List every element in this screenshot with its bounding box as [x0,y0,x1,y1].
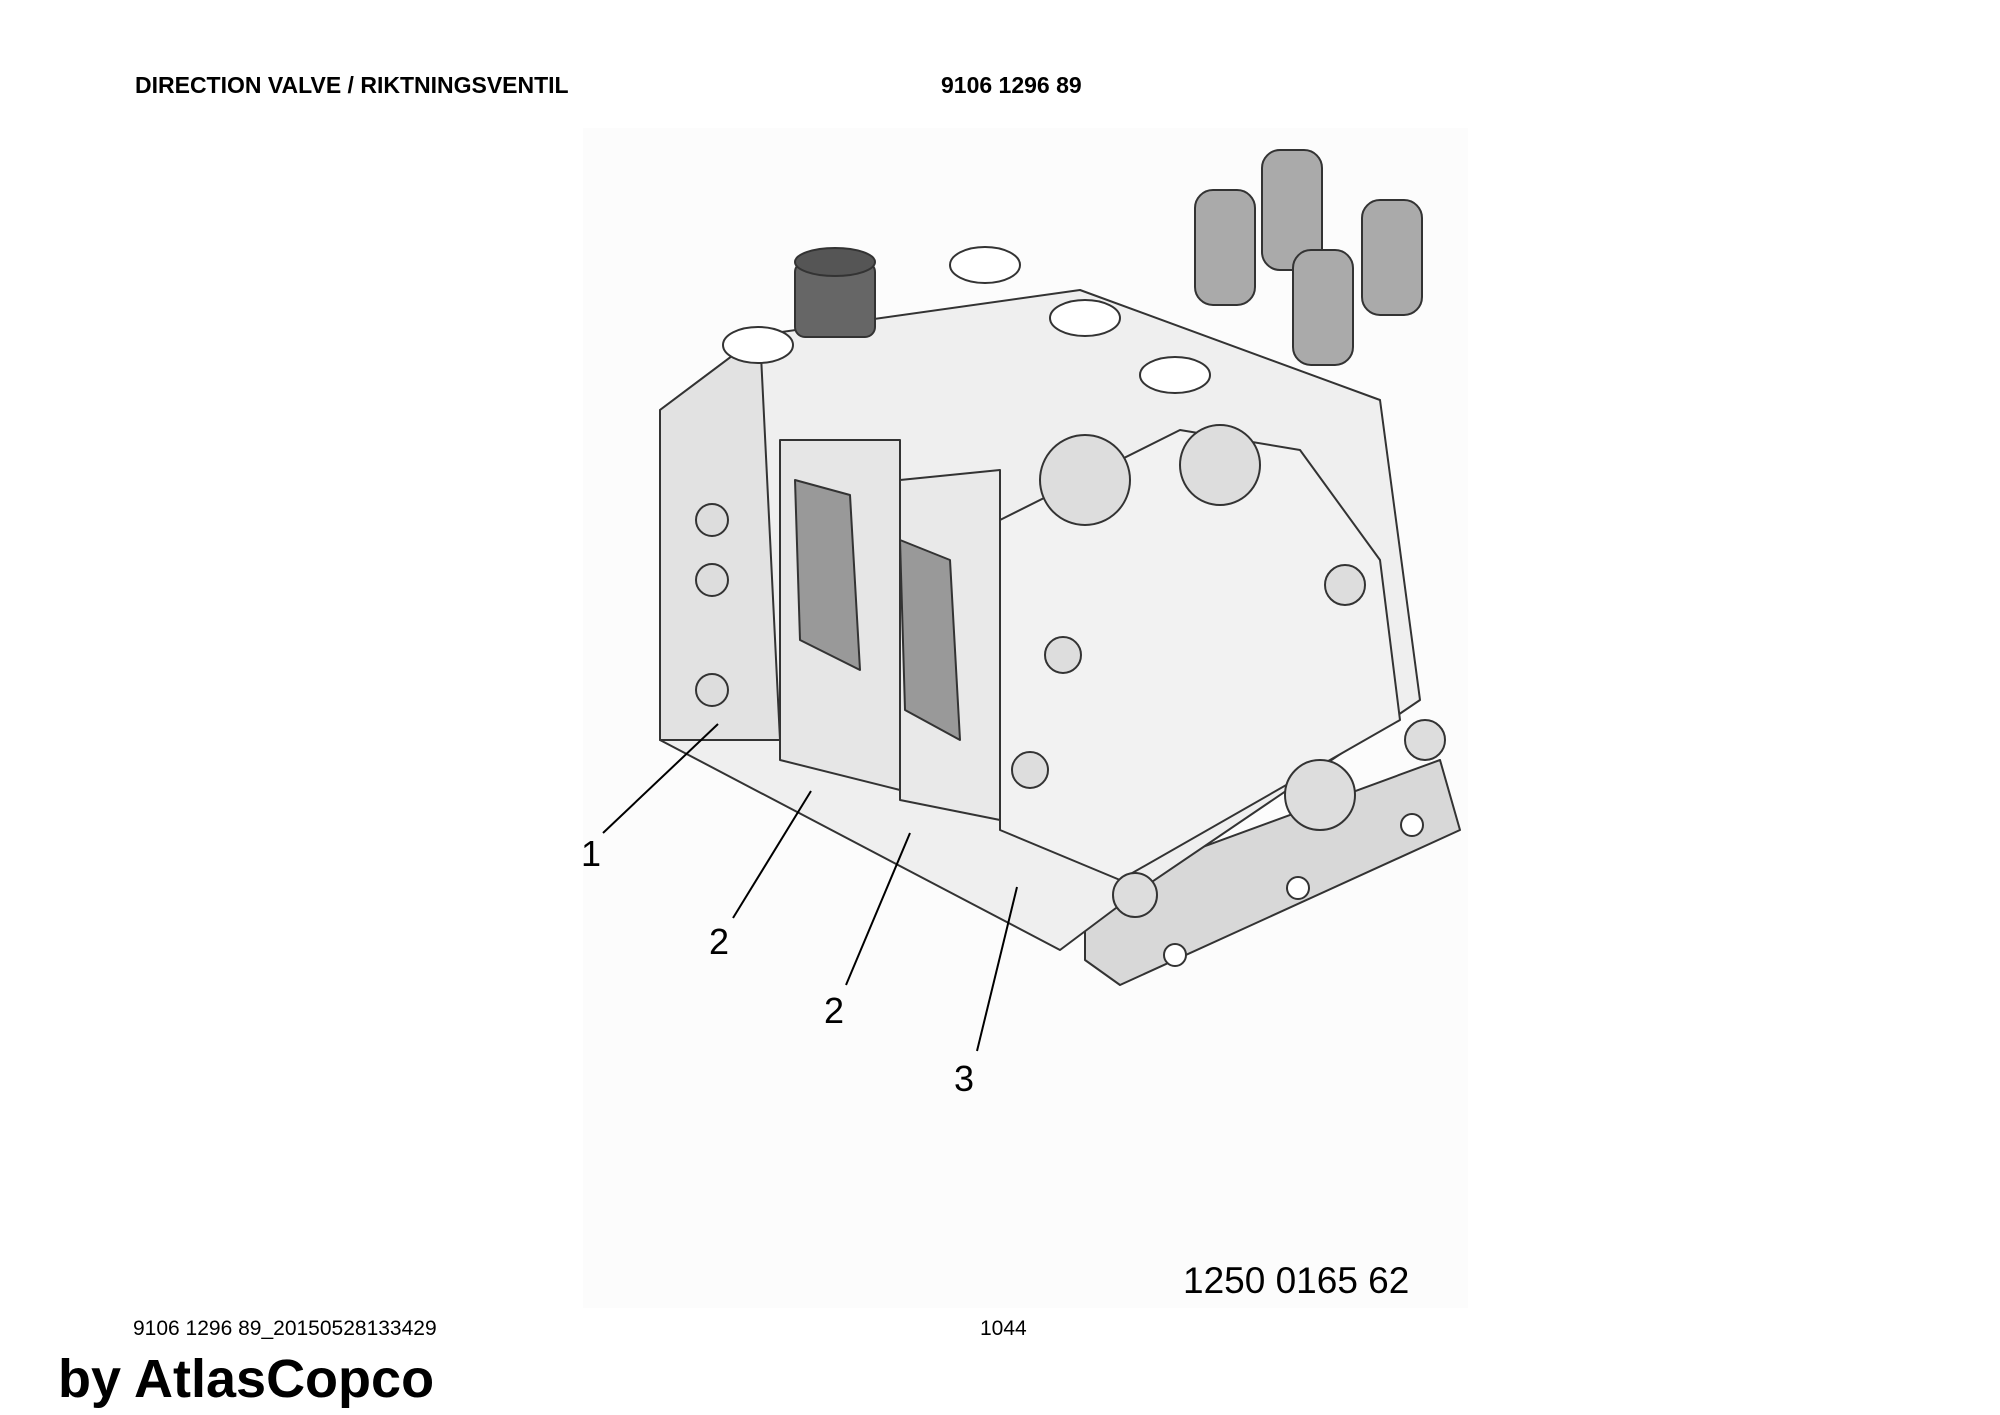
leader-line-3 [976,886,1018,1052]
solenoid [1292,249,1354,366]
bolt [695,503,729,537]
bolt [1044,636,1082,674]
bolt [1112,872,1158,918]
plug [1284,759,1356,831]
port [722,326,794,364]
lever [899,539,961,741]
callout-1: 1 [581,833,602,874]
plug [1039,434,1131,526]
footer-page-number: 1044 [980,1317,1027,1340]
bolt [1011,751,1049,789]
solenoid [1194,189,1256,306]
mounting-hole [1163,943,1187,967]
mounting-hole [1400,813,1424,837]
mounting-plate [1084,759,1461,986]
bolt [1404,719,1446,761]
callout-2a: 2 [709,921,730,962]
bolt [1324,564,1366,606]
callout-3: 3 [954,1058,975,1099]
footer-doc-id: 9106 1296 89_20150528133429 [133,1317,437,1340]
bolt [695,673,729,707]
mounting-hole [1286,876,1310,900]
document-title: DIRECTION VALVE / RIKTNINGSVENTIL [135,72,569,98]
plug [1179,424,1261,506]
leader-line-2b [845,832,911,986]
cap-top [794,247,876,277]
port [1049,299,1121,337]
solenoid [1361,199,1423,316]
leader-line-1 [602,723,719,834]
leader-line-2a [732,790,812,919]
port [949,246,1021,284]
drawing-number: 1250 0165 62 [1183,1260,1410,1301]
bolt [695,563,729,597]
callout-2b: 2 [824,990,845,1031]
port [1139,356,1211,394]
watermark: by AtlasCopco [58,1349,435,1409]
lever [794,479,861,671]
part-number: 9106 1296 89 [941,72,1082,98]
